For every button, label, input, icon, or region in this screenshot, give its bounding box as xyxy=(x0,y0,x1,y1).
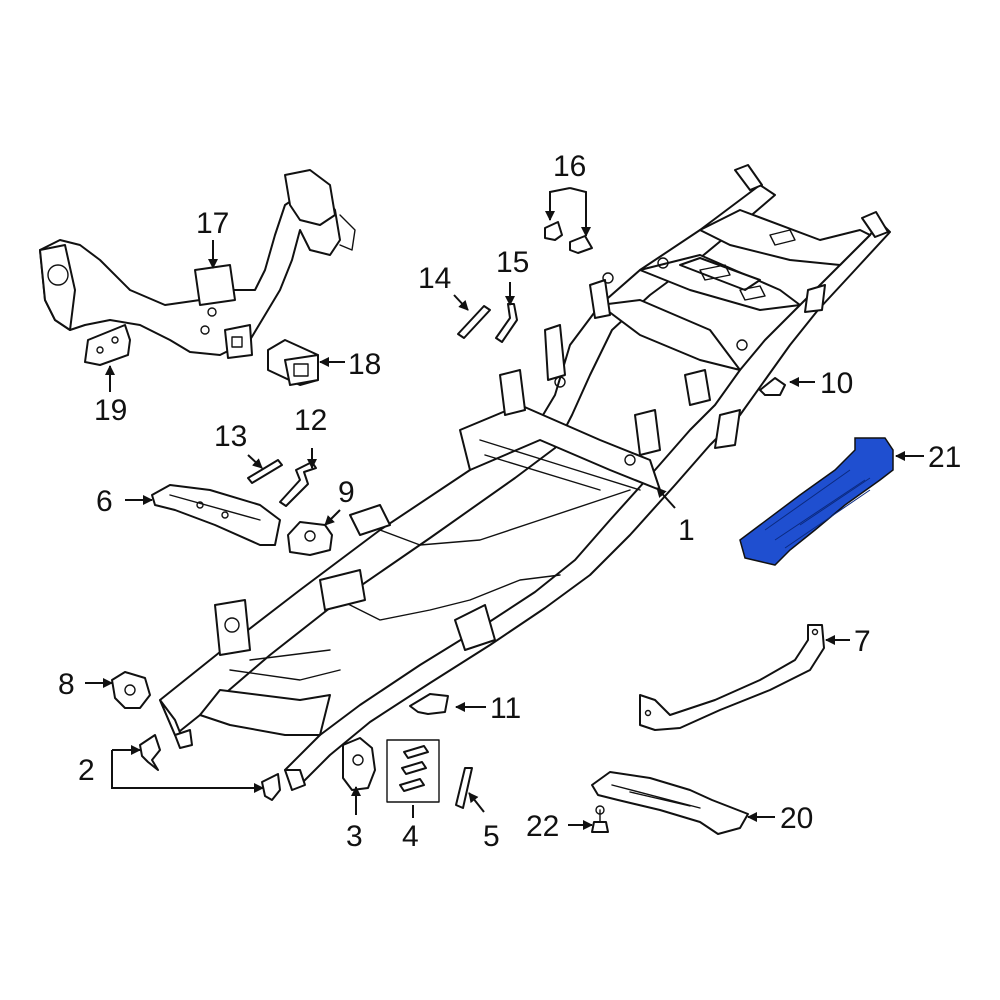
part-15-bar xyxy=(495,303,518,343)
part-7-bracket xyxy=(639,624,825,731)
part-6-crossmember xyxy=(151,484,281,546)
callout-14: 14 xyxy=(418,262,451,295)
callout-1: 1 xyxy=(678,514,695,547)
callout-7: 7 xyxy=(854,625,871,658)
callout-17: 17 xyxy=(196,207,229,240)
part-8-mount xyxy=(111,671,151,709)
callout-4: 4 xyxy=(402,820,419,853)
callout-16: 16 xyxy=(553,150,586,183)
part-21-skid-plate xyxy=(739,437,894,566)
callout-15: 15 xyxy=(496,246,529,279)
callout-labels: 1 2 3 4 5 6 7 8 9 10 11 12 13 14 15 16 1… xyxy=(58,150,961,853)
part-20-skid-plate xyxy=(591,771,749,835)
part-3-bracket xyxy=(342,737,376,791)
hitch-assembly xyxy=(39,169,356,359)
part-16-clip-a xyxy=(544,221,563,241)
callout-11: 11 xyxy=(490,692,521,725)
frame-assembly xyxy=(159,164,891,791)
part-4-plug-kit xyxy=(386,739,440,803)
part-16-clip-b xyxy=(569,235,593,254)
part-22-bolt xyxy=(591,805,609,833)
callout-5: 5 xyxy=(483,820,500,853)
callout-21: 21 xyxy=(928,441,961,474)
callout-9: 9 xyxy=(338,476,355,509)
part-11-bracket xyxy=(409,693,449,715)
part-5-strip xyxy=(455,767,473,809)
callout-18: 18 xyxy=(348,348,381,381)
part-12-bar xyxy=(279,461,317,507)
callout-2: 2 xyxy=(78,754,95,787)
callout-20: 20 xyxy=(780,802,813,835)
part-19-bracket xyxy=(84,324,131,366)
callout-22: 22 xyxy=(526,810,559,843)
callout-6: 6 xyxy=(96,485,113,518)
part-14-bar xyxy=(457,305,491,339)
callout-12: 12 xyxy=(294,404,327,437)
part-18-receiver xyxy=(267,339,319,386)
callout-3: 3 xyxy=(346,820,363,853)
callout-arrows xyxy=(85,187,924,830)
callout-19: 19 xyxy=(94,394,127,427)
callout-13: 13 xyxy=(214,420,247,453)
part-9-bracket xyxy=(287,521,333,556)
callout-8: 8 xyxy=(58,668,75,701)
part-13-bar xyxy=(247,459,283,484)
part-10-bracket xyxy=(759,377,786,396)
part-2-bracket-b xyxy=(261,773,281,801)
callout-10: 10 xyxy=(820,367,853,400)
part-2-bracket-a xyxy=(139,734,161,771)
